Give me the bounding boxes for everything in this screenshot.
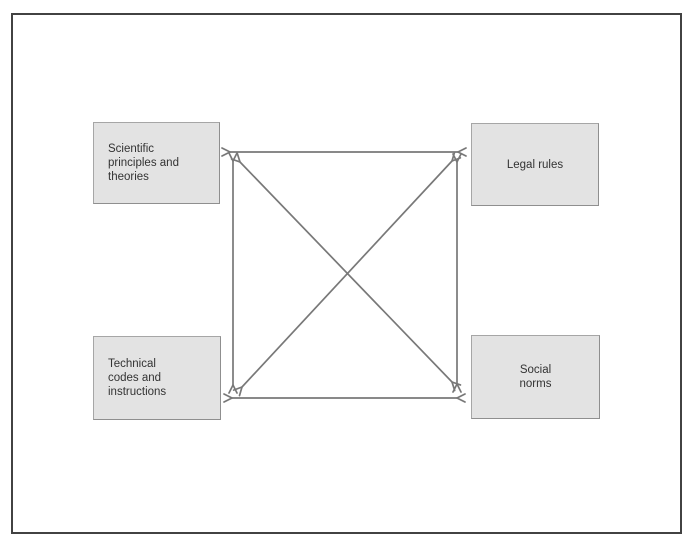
node-label: Social norms bbox=[519, 364, 552, 390]
node-label: Scientific principles and theories bbox=[108, 143, 179, 183]
node-social-norms: Social norms bbox=[471, 335, 600, 419]
node-label: Technical codes and instructions bbox=[108, 358, 167, 398]
node-scientific-principles-and-theories: Scientific principles and theories bbox=[93, 122, 220, 204]
node-label: Legal rules bbox=[506, 158, 564, 171]
node-technical-codes-and-instructions: Technical codes and instructions bbox=[93, 336, 221, 420]
node-legal-rules: Legal rules bbox=[471, 123, 599, 206]
diagram-frame bbox=[11, 13, 682, 534]
